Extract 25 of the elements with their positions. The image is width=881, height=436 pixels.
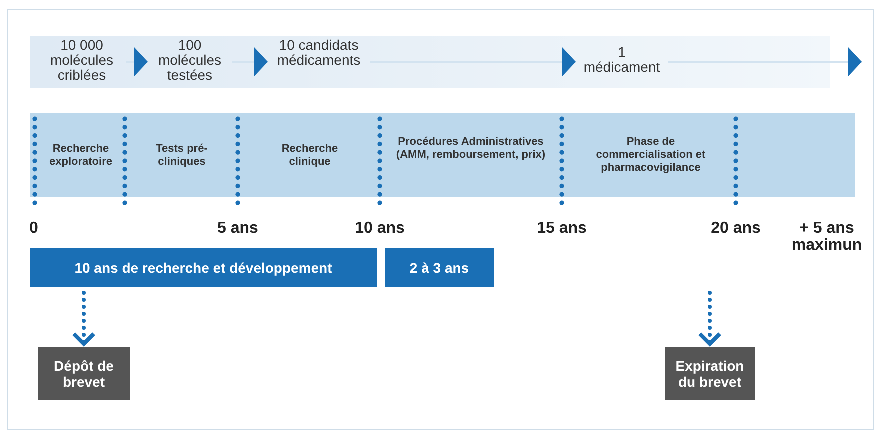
phase-label: Tests pré-cliniques: [134, 143, 230, 169]
stage-label: 10 000 molécules criblées: [42, 38, 122, 83]
duration-bar: 2 à 3 ans: [385, 248, 494, 287]
phase-label: Recherche exploratoire: [42, 143, 120, 169]
stage-label: 1 médicament: [580, 45, 664, 75]
time-label: 20 ans: [710, 220, 762, 237]
time-label: 0: [28, 220, 40, 237]
event-box: Expiration du brevet: [665, 347, 755, 400]
phase-label: Procédures Administratives (AMM, remboursement, prix): [388, 136, 554, 162]
dotted-arrow: [698, 291, 722, 348]
time-label: 15 ans: [536, 220, 588, 237]
chevron-arrow: [668, 47, 862, 77]
phase-label: Phase de commercialisation et pharmacovigilance: [590, 136, 712, 175]
time-label: 5 ans: [216, 220, 260, 237]
event-box: Dépôt de brevet: [38, 347, 130, 400]
duration-bar: 10 ans de recherche et développement: [30, 248, 377, 287]
dotted-arrow: [72, 291, 96, 348]
chevron-arrow: [126, 47, 148, 77]
chevron-arrow: [370, 47, 576, 77]
stage-label: 10 candidats médicaments: [272, 38, 366, 68]
chevron-arrow: [232, 47, 268, 77]
time-label: 10 ans: [354, 220, 406, 237]
stage-label: 100 molécules testées: [152, 38, 228, 83]
phase-label: Recherche clinique: [265, 143, 355, 169]
time-label: + 5 ans maximun: [790, 220, 864, 254]
